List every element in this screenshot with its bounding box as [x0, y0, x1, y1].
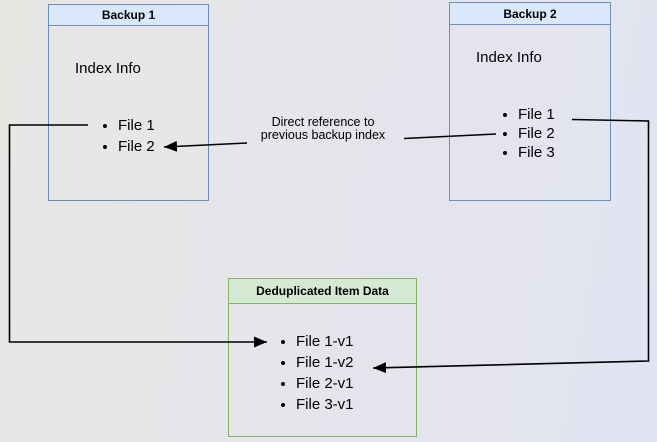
- dedup-item: File 1-v1: [296, 331, 354, 352]
- backup-2-file-item: File 2: [518, 124, 555, 143]
- backup-2-file-list: File 1 File 2 File 3: [503, 105, 555, 162]
- deduplicated-item-data-box: Deduplicated Item Data File 1-v1 File 1-…: [228, 278, 417, 437]
- backup-1-title: Backup 1: [49, 5, 208, 26]
- annotation-line-2: previous backup index: [260, 128, 386, 142]
- annotation-line-1: Direct reference to: [271, 115, 375, 129]
- dedup-item: File 1-v2: [296, 352, 354, 373]
- backup-1-box: Backup 1 Index Info File 1 File 2: [48, 4, 209, 201]
- dedup-item-list: File 1-v1 File 1-v2 File 2-v1 File 3-v1: [281, 331, 354, 415]
- direct-reference-annotation: Direct reference to previous backup inde…: [243, 116, 403, 142]
- backup-1-file-item: File 1: [118, 115, 155, 136]
- backup-2-index-info-label: Index Info: [476, 49, 542, 66]
- backup-2-file-item: File 1: [518, 105, 555, 124]
- backup-1-file-item: File 2: [118, 136, 155, 157]
- backup-1-file-list: File 1 File 2: [103, 115, 155, 157]
- deduplicated-item-data-title: Deduplicated Item Data: [229, 279, 416, 304]
- dedup-item: File 3-v1: [296, 394, 354, 415]
- backup-1-index-info-label: Index Info: [75, 60, 141, 77]
- backup-2-title: Backup 2: [450, 3, 610, 25]
- dedup-item: File 2-v1: [296, 373, 354, 394]
- backup-2-box: Backup 2 Index Info File 1 File 2 File 3: [449, 2, 611, 201]
- backup-2-file-item: File 3: [518, 143, 555, 162]
